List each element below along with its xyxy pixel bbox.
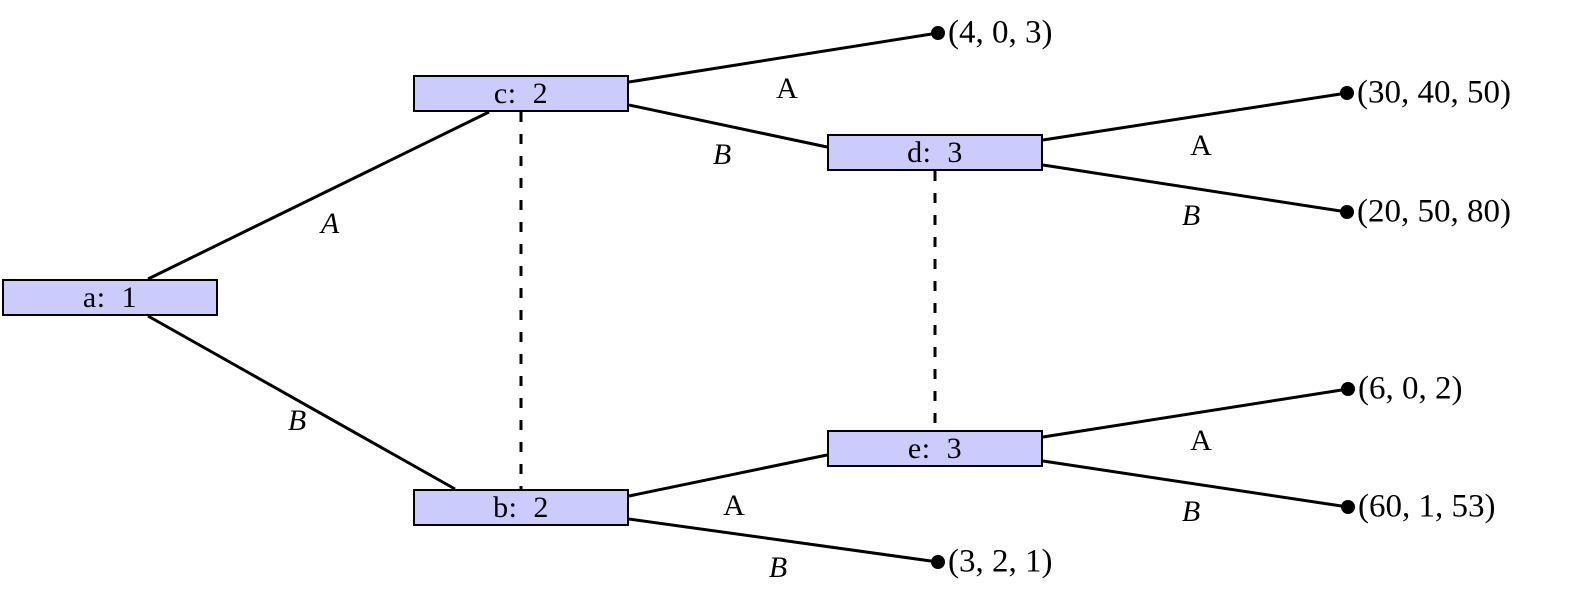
tree-edge-e-to-p5 xyxy=(1042,459,1349,509)
payoff-label-p6: (3, 2, 1) xyxy=(948,543,1053,580)
dashed-edges-group xyxy=(519,112,937,489)
terminal-node-dot-p5 xyxy=(1341,500,1355,514)
tree-edge-e-to-p4 xyxy=(1042,387,1349,439)
tree-edge-b-to-e xyxy=(628,453,828,498)
tree-edge-a-to-b xyxy=(147,314,456,491)
tree-edge-b-to-p6 xyxy=(628,517,939,564)
payoff-label-p1: (4, 0, 3) xyxy=(948,14,1053,51)
tree-edge-c-to-d xyxy=(628,103,828,149)
tree-edge-d-to-p3 xyxy=(1042,163,1348,214)
edge-label-e-B: B xyxy=(1181,495,1201,528)
decision-node-d[interactable]: d: 3 xyxy=(827,134,1043,171)
decision-node-b[interactable]: b: 2 xyxy=(413,489,629,526)
terminal-node-dot-p3 xyxy=(1340,205,1354,219)
payoff-label-p5: (60, 1, 53) xyxy=(1358,488,1496,525)
edge-label-b-B: B xyxy=(768,551,788,584)
terminal-dots-group xyxy=(931,26,1355,569)
terminal-node-dot-p1 xyxy=(931,26,945,40)
tree-edge-a-to-c xyxy=(147,110,490,281)
terminal-node-dot-p6 xyxy=(931,555,945,569)
edge-label-b-A: A xyxy=(723,489,745,522)
edge-label-c-B: B xyxy=(712,138,732,171)
tree-edge-c-to-p1 xyxy=(628,31,939,84)
payoff-label-p4: (6, 0, 2) xyxy=(1358,370,1463,407)
solid-edges-group xyxy=(147,31,1349,564)
decision-node-c[interactable]: c: 2 xyxy=(413,75,629,112)
payoff-label-p3: (20, 50, 80) xyxy=(1357,193,1511,230)
edge-label-d-B: B xyxy=(1181,199,1201,232)
edge-label-c-A: A xyxy=(776,72,798,105)
payoff-label-p2: (30, 40, 50) xyxy=(1357,74,1511,111)
decision-node-e[interactable]: e: 3 xyxy=(827,430,1043,467)
edge-label-a-A: A xyxy=(320,207,340,240)
decision-node-a[interactable]: a: 1 xyxy=(2,279,218,316)
edge-label-a-B: B xyxy=(287,404,307,437)
tree-edge-d-to-p2 xyxy=(1042,91,1348,142)
edge-label-d-A: A xyxy=(1190,129,1212,162)
terminal-node-dot-p2 xyxy=(1340,86,1354,100)
terminal-node-dot-p4 xyxy=(1341,382,1355,396)
edge-label-e-A: A xyxy=(1190,424,1212,457)
